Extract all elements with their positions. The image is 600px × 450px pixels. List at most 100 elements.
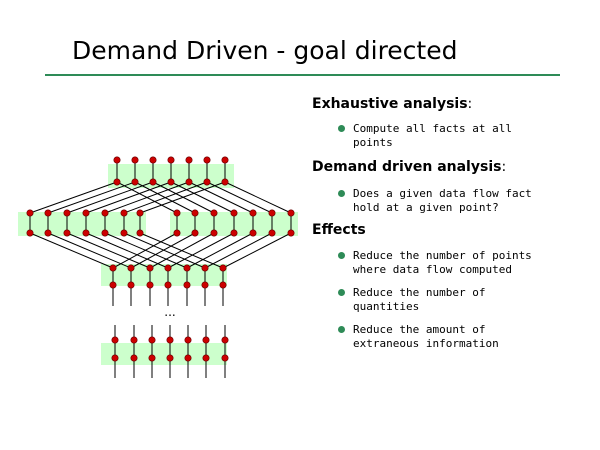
flow-edge — [224, 181, 292, 214]
nodes-layer — [26, 156, 295, 362]
flow-node — [203, 178, 211, 186]
flow-node — [268, 229, 276, 237]
flow-edge — [139, 181, 226, 214]
flow-node — [221, 354, 229, 362]
flow-node — [183, 281, 191, 289]
bullet-text: Reduce the number of quantities — [353, 286, 486, 313]
flow-edge — [29, 181, 118, 214]
flow-node — [44, 229, 52, 237]
flow-node — [221, 336, 229, 344]
bullet-item: Reduce the number of quantities — [312, 286, 592, 314]
flow-edge — [167, 232, 235, 269]
flow-node — [249, 209, 257, 217]
flow-node — [127, 264, 135, 272]
flow-node — [185, 156, 193, 164]
bullet-dot-icon — [338, 289, 345, 296]
flow-node — [184, 354, 192, 362]
flow-node — [130, 354, 138, 362]
flow-edge — [47, 232, 132, 269]
flow-node — [183, 264, 191, 272]
bullet-item: Reduce the number of points where data f… — [312, 249, 592, 277]
heading-colon: : — [467, 96, 473, 112]
flow-node — [191, 229, 199, 237]
flow-node — [184, 336, 192, 344]
flow-node — [173, 209, 181, 217]
flow-node — [219, 281, 227, 289]
flow-edge — [47, 181, 136, 214]
section-exhaustive: Exhaustive analysis: Compute all facts a… — [312, 96, 592, 150]
flow-edge — [104, 181, 190, 214]
bullet-item: Does a given data flow fact hold at a gi… — [312, 187, 592, 215]
flow-node — [82, 229, 90, 237]
flow-node — [101, 229, 109, 237]
flow-node — [185, 178, 193, 186]
bullet-dot-icon — [338, 125, 345, 132]
section-effects: Effects Reduce the number of points wher… — [312, 222, 592, 351]
heading-text: Effects — [312, 222, 366, 238]
flow-node — [210, 209, 218, 217]
bullet-dot-icon — [338, 326, 345, 333]
bullet-text: Reduce the number of points where data f… — [353, 249, 532, 276]
flow-node — [219, 264, 227, 272]
flow-node — [111, 336, 119, 344]
bullet-list: Compute all facts at all points — [312, 122, 592, 150]
flow-node — [230, 209, 238, 217]
heading-colon: : — [501, 159, 507, 175]
bullet-dot-icon — [338, 252, 345, 259]
ellipsis-label: ... — [164, 305, 175, 319]
flow-node — [120, 229, 128, 237]
flow-edge — [149, 232, 215, 269]
bullet-dot-icon — [338, 190, 345, 197]
flow-node — [63, 229, 71, 237]
flow-edge — [222, 232, 292, 269]
flow-node — [113, 178, 121, 186]
flow-edge — [66, 181, 154, 214]
highlight-band — [101, 343, 227, 365]
flow-node — [166, 354, 174, 362]
flow-node — [82, 209, 90, 217]
flow-node — [136, 229, 144, 237]
flow-node — [131, 178, 139, 186]
heading-text: Demand driven analysis — [312, 159, 502, 175]
flow-node — [26, 229, 34, 237]
flow-node — [268, 209, 276, 217]
flow-edge — [85, 181, 172, 214]
flow-node — [166, 336, 174, 344]
flow-edge — [66, 232, 151, 269]
flow-edge — [130, 232, 196, 269]
flow-node — [203, 156, 211, 164]
slide-title: Demand Driven - goal directed — [72, 36, 458, 65]
flow-edge — [112, 232, 178, 269]
flow-node — [249, 229, 257, 237]
flow-node — [173, 229, 181, 237]
flow-node — [120, 209, 128, 217]
flow-node — [149, 156, 157, 164]
flow-node — [167, 178, 175, 186]
flow-node — [63, 209, 71, 217]
flow-node — [26, 209, 34, 217]
flow-edge — [204, 232, 273, 269]
flow-node — [201, 264, 209, 272]
section-demand-driven: Demand driven analysis: Does a given dat… — [312, 159, 592, 215]
flow-edge — [206, 181, 273, 214]
flow-node — [127, 281, 135, 289]
flow-node — [131, 156, 139, 164]
bullet-text: Compute all facts at all points — [353, 122, 512, 149]
flow-node — [101, 209, 109, 217]
flow-node — [164, 281, 172, 289]
flow-node — [113, 156, 121, 164]
bullet-text: Does a given data flow fact hold at a gi… — [353, 187, 532, 214]
flow-node — [146, 281, 154, 289]
flow-edge — [186, 232, 254, 269]
flow-node — [44, 209, 52, 217]
flow-edge — [123, 181, 208, 214]
bullet-item: Reduce the amount of extraneous informat… — [312, 323, 592, 351]
flow-node — [136, 209, 144, 217]
bullet-item: Compute all facts at all points — [312, 122, 592, 150]
flow-node — [201, 281, 209, 289]
flow-node — [202, 354, 210, 362]
section-heading: Exhaustive analysis: — [312, 96, 592, 112]
flow-node — [287, 229, 295, 237]
flow-node — [287, 209, 295, 217]
